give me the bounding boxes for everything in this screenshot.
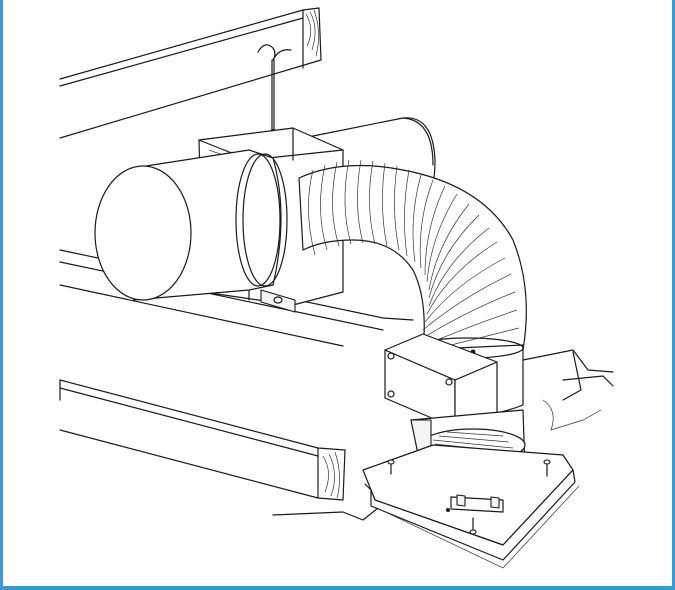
hanger-wire (257, 44, 292, 135)
joist-lower (59, 379, 346, 501)
mounting-bracket (446, 494, 504, 513)
ceiling-mount-plate (362, 444, 580, 569)
joist-upper (59, 7, 322, 139)
flexible-duct (298, 159, 527, 353)
duct-inlet-cylinder (94, 149, 288, 301)
fan-installation-illustration (59, 7, 614, 569)
mounting-screw (387, 459, 551, 535)
